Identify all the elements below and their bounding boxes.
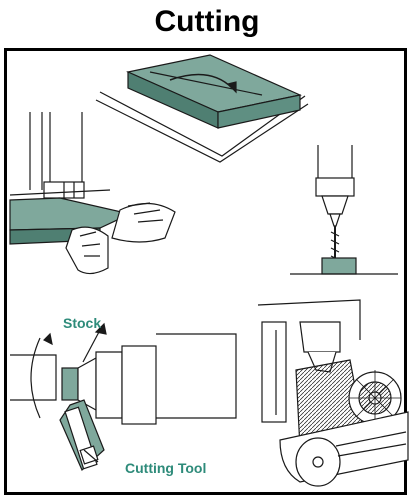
page-title: Cutting xyxy=(154,5,260,38)
drill-press-illustration xyxy=(290,145,398,275)
lathe-turning-illustration xyxy=(10,322,237,472)
band-saw-hands-illustration xyxy=(9,112,176,275)
stock-label: Stock xyxy=(63,315,102,331)
table-saw-board-illustration xyxy=(95,54,309,163)
milling-machine-illustration xyxy=(257,299,409,487)
cutting-tool-label: Cutting Tool xyxy=(125,460,207,476)
